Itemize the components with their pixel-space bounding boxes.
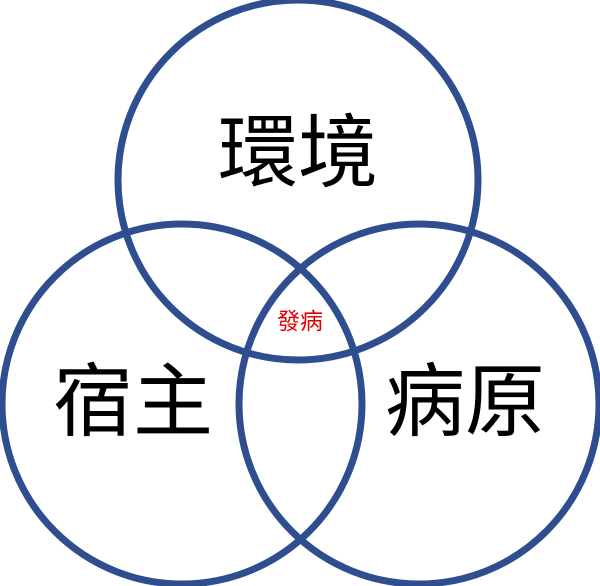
onset-label: 發病 bbox=[277, 309, 323, 335]
host-label: 宿主 bbox=[53, 356, 213, 449]
pathogen-label: 病原 bbox=[385, 356, 545, 449]
environment-circle bbox=[114, 0, 482, 364]
pathogen-circle bbox=[235, 220, 600, 586]
environment-label: 環境 bbox=[218, 107, 378, 200]
host-circle bbox=[0, 220, 366, 586]
